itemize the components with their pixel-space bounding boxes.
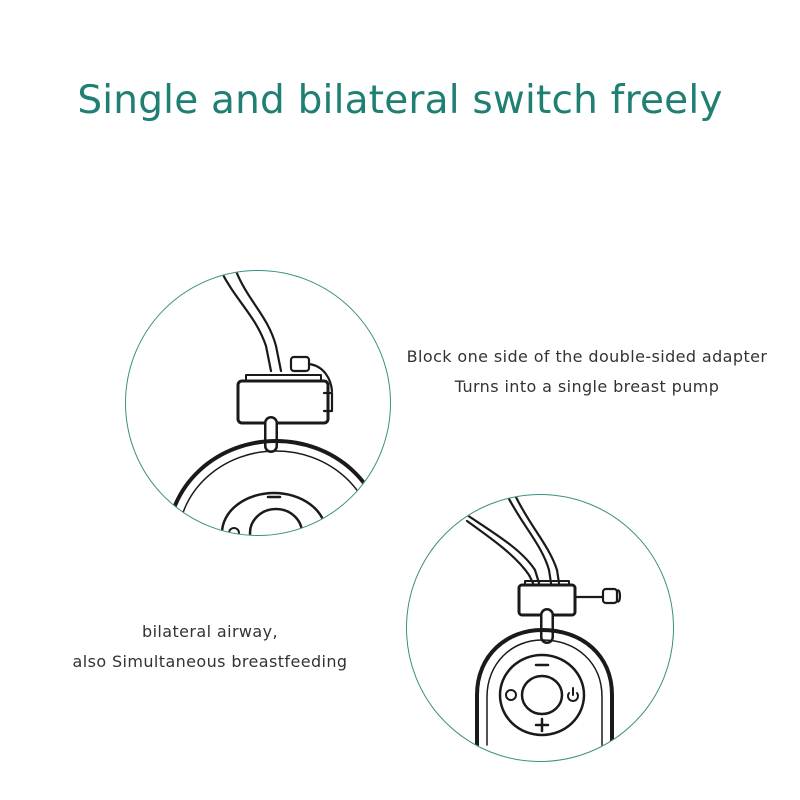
bilateral-pump-illustration: [406, 494, 674, 762]
single-adapter-pump-icon: [166, 271, 386, 535]
single-pump-illustration: [125, 270, 391, 536]
single-caption-line2: Turns into a single breast pump: [454, 377, 720, 396]
bilateral-caption-line2: also Simultaneous breastfeeding: [72, 652, 348, 671]
bilateral-adapter-pump-icon: [465, 495, 622, 747]
bilateral-caption-line1: bilateral airway,: [142, 622, 278, 641]
page-title: Single and bilateral switch freely: [77, 78, 723, 123]
single-caption-line1: Block one side of the double-sided adapt…: [406, 347, 768, 366]
single-pump-caption: Block one side of the double-sided adapt…: [392, 342, 782, 402]
bilateral-pump-caption: bilateral airway, also Simultaneous brea…: [40, 617, 380, 677]
